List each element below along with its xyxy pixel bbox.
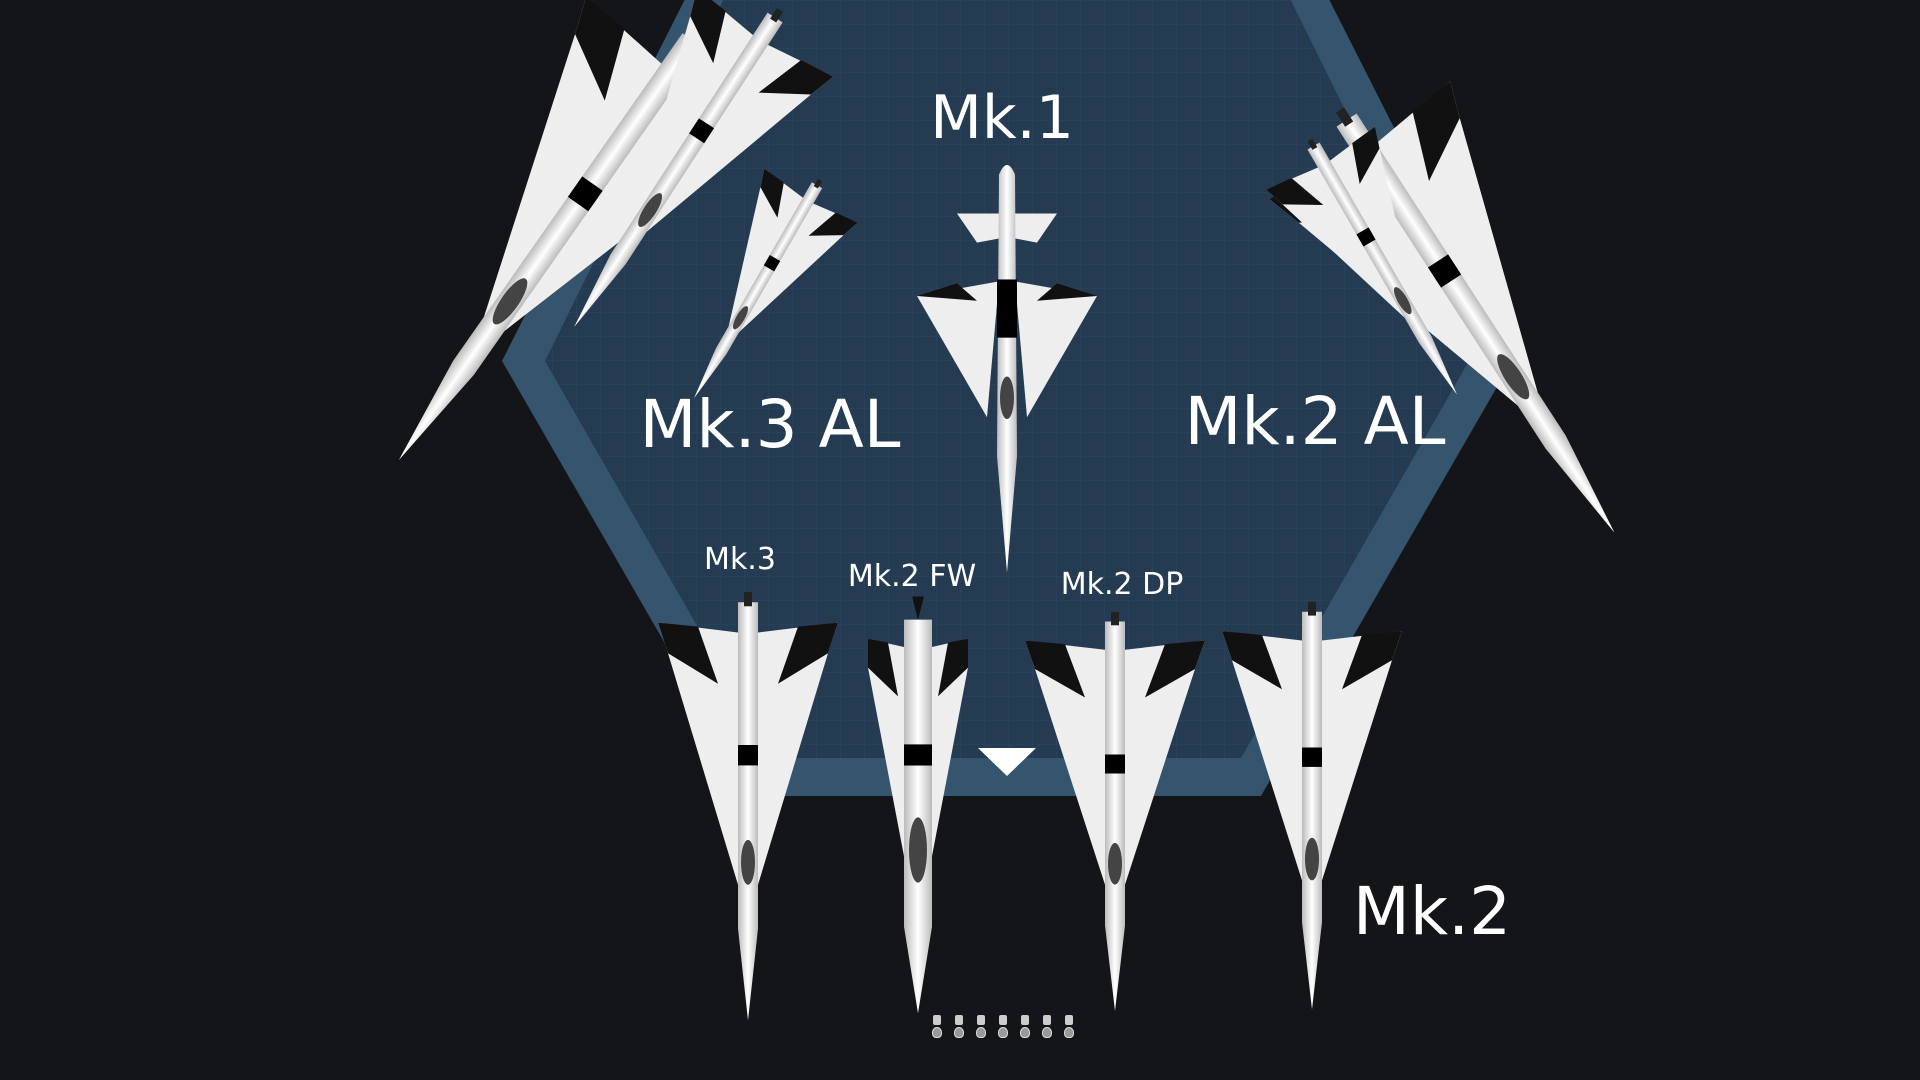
pilot-icon[interactable] [1062, 1015, 1076, 1039]
label-mk3: Mk.3 [704, 542, 776, 577]
label-mk2: Mk.2 [1352, 873, 1512, 950]
aircraft-mk2-fw[interactable] [868, 596, 968, 1014]
pilot-icon[interactable] [974, 1015, 988, 1039]
aircraft-mk3[interactable] [658, 592, 838, 1021]
pilot-icon[interactable] [1040, 1015, 1054, 1039]
pilot-roster [930, 1015, 1076, 1039]
label-mk3-al: Mk.3 AL [639, 386, 901, 463]
pilot-icon[interactable] [996, 1015, 1010, 1039]
aircraft-mk2-dp[interactable] [1025, 612, 1205, 1011]
label-mk2-al: Mk.2 AL [1184, 383, 1446, 460]
pilot-icon[interactable] [1018, 1015, 1032, 1039]
label-mk2-fw: Mk.2 FW [847, 559, 977, 594]
pilot-icon[interactable] [930, 1015, 944, 1039]
pilot-icon[interactable] [952, 1015, 966, 1039]
label-mk1: Mk.1 [930, 83, 1074, 153]
label-mk2-dp: Mk.2 DP [1060, 567, 1184, 602]
triangle-down-icon[interactable] [978, 748, 1036, 776]
